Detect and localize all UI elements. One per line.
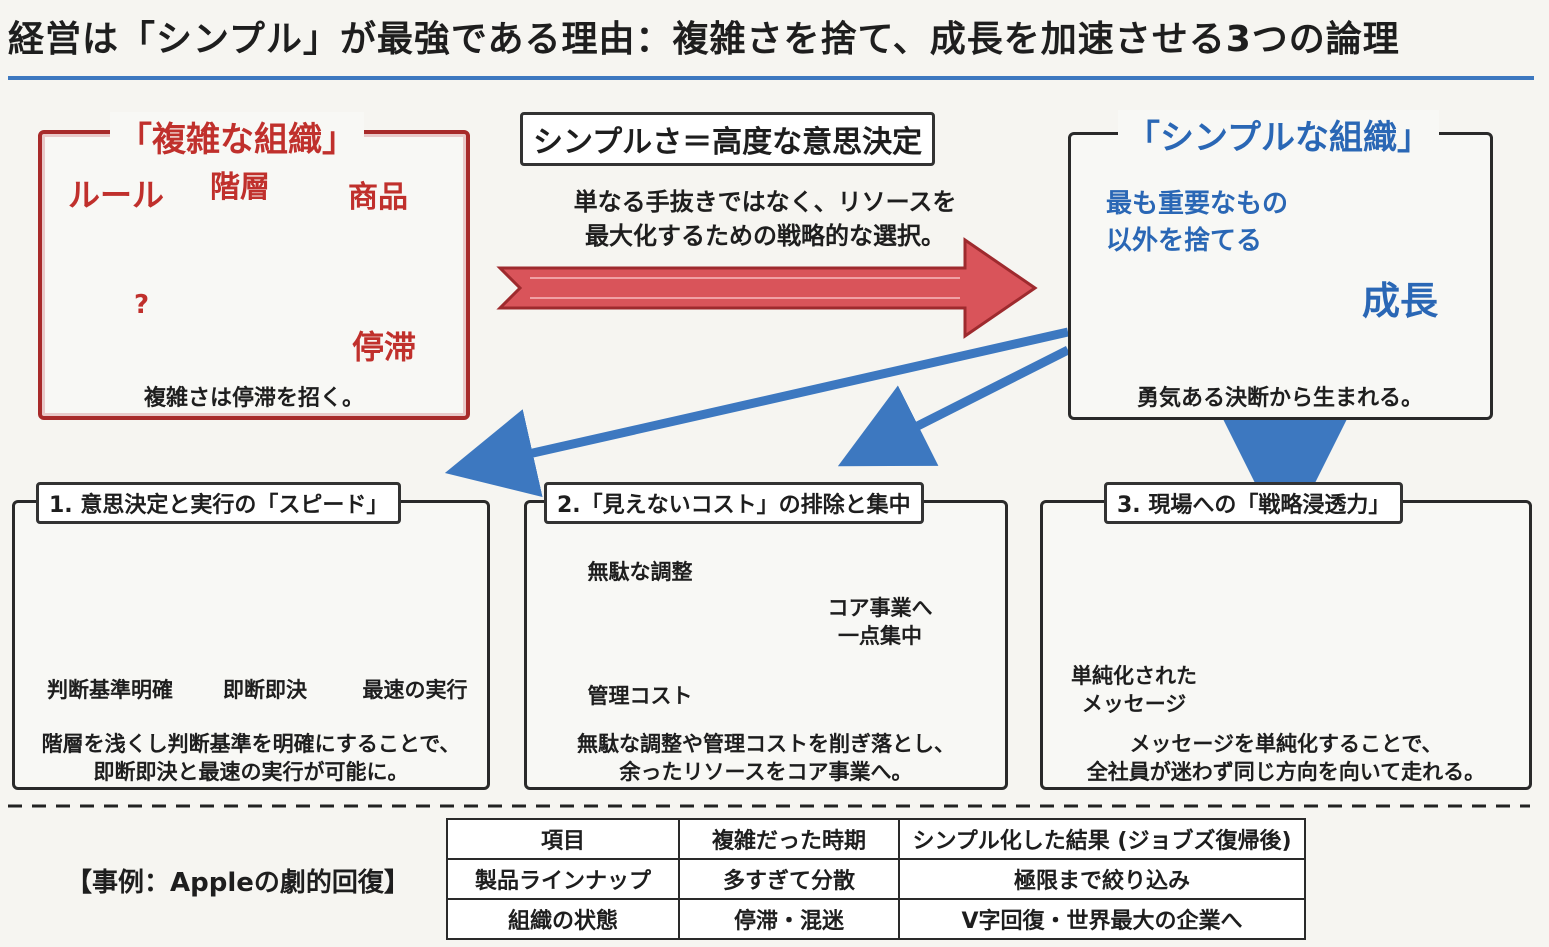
mgmt-cost-label: 管理コスト [587, 684, 693, 708]
word-products: 商品 [348, 180, 408, 215]
table-cell: 停滞・混迷 [678, 898, 900, 940]
table-row: 組織の状態 停滞・混迷 V字回復・世界最大の企業へ [446, 898, 1306, 940]
table-cell: 組織の状態 [446, 898, 680, 940]
focus-line2: 一点集中 [838, 624, 922, 648]
word-stagnation: 停滞 [352, 328, 417, 366]
table-row: 製品ラインナップ 多すぎて分散 極限まで絞り込み [446, 858, 1306, 900]
message-line1: 単純化された [1071, 664, 1197, 688]
word-rules: ルール [68, 176, 165, 214]
center-line2: 最大化するための戦略的な選択。 [585, 222, 945, 250]
simple-org-caption: 勇気ある決断から生まれる。 [1136, 386, 1423, 411]
logic1-desc1: 階層を浅くし判断基準を明確にすることで、 [41, 732, 461, 756]
word-hierarchy: 階層 [210, 170, 270, 205]
growth-label: 成長 [1362, 279, 1439, 323]
logic2-heading: 2.「見えないコスト」の排除と集中 [544, 482, 924, 524]
logic1-desc2: 即断即決と最速の実行が可能に。 [93, 760, 409, 784]
table-cell: V字回復・世界最大の企業へ [898, 898, 1306, 940]
table-cell: 極限まで絞り込み [898, 858, 1306, 900]
focus-line1: コア事業へ [827, 596, 933, 620]
complex-org-caption: 複雑さは停滞を招く。 [143, 386, 364, 411]
logic1-panel [12, 500, 490, 790]
logic3-heading: 3. 現場への「戦略浸透力」 [1104, 482, 1404, 524]
logic3-desc2: 全社員が迷わず同じ方向を向いて走れる。 [1086, 760, 1486, 784]
header-item: 項目 [446, 818, 680, 860]
red-arrow-icon [496, 237, 1038, 339]
complex-org-panel [38, 130, 470, 420]
message-line2: メッセージ [1081, 692, 1187, 716]
question-mark: ? [134, 290, 150, 320]
table-cell: 製品ラインナップ [446, 858, 680, 900]
table-header-row: 項目 複雑だった時期 シンプル化した結果 (ジョブズ復帰後) [446, 818, 1306, 860]
table-cell: 多すぎて分散 [678, 858, 900, 900]
header-simple: シンプル化した結果 (ジョブズ復帰後) [898, 818, 1306, 860]
step-execution: 最速の実行 [362, 678, 468, 702]
simple-org-panel [1068, 132, 1493, 420]
logic2-desc1: 無駄な調整や管理コストを削ぎ落とし、 [577, 732, 955, 756]
simple-org-line1: 最も重要なもの [1106, 189, 1289, 219]
header-complex: 複雑だった時期 [678, 818, 900, 860]
logic2-panel [524, 500, 1008, 790]
logic1-heading: 1. 意思決定と実行の「スピード」 [36, 482, 402, 524]
step-criteria: 判断基準明確 [47, 678, 173, 702]
case-study-table: 項目 複雑だった時期 シンプル化した結果 (ジョブズ復帰後) 製品ラインナップ … [446, 818, 1306, 940]
waste-label: 無駄な調整 [587, 560, 693, 584]
title-underline [8, 76, 1534, 80]
simple-org-heading: 「シンプルな組織」 [1118, 110, 1439, 159]
case-study-label: 【事例：Appleの劇的回復】 [66, 868, 410, 898]
complex-org-heading: 「複雑な組織」 [110, 112, 364, 161]
blue-branch-arrows [444, 323, 1395, 543]
page-title: 経営は「シンプル」が最強である理由：複雑さを捨て、成長を加速させる3つの論理 [8, 19, 1400, 60]
logic2-desc2: 余ったリソースをコア事業へ。 [619, 760, 913, 784]
simple-org-line2: 以外を捨てる [1106, 226, 1263, 256]
step-decision: 即断即決 [223, 678, 307, 702]
center-heading: シンプルさ＝高度な意思決定 [520, 112, 936, 166]
logic3-desc1: メッセージを単純化することで、 [1129, 732, 1443, 756]
center-line1: 単なる手抜きではなく、リソースを [573, 188, 957, 216]
